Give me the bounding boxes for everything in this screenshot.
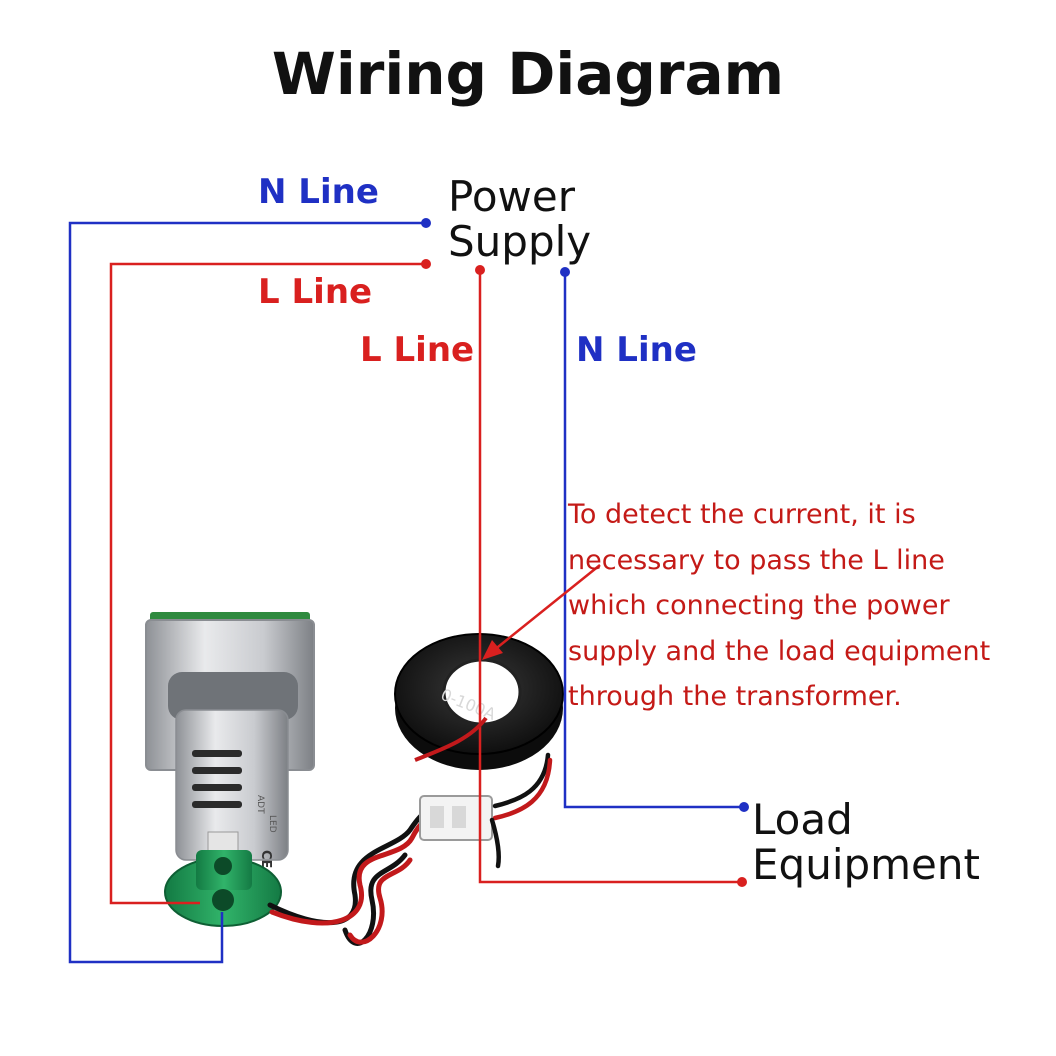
supply-l-terminal-2 bbox=[475, 265, 485, 275]
device-marking: LED bbox=[267, 815, 277, 833]
note-line: supply and the load equipment bbox=[568, 635, 991, 667]
transformer-cable bbox=[489, 752, 553, 869]
connector-pin bbox=[452, 806, 466, 828]
load-equipment-label-line2: Equipment bbox=[752, 840, 980, 889]
meter-device: ADT LED CE bbox=[145, 612, 315, 927]
note-line: To detect the current, it is bbox=[568, 499, 916, 530]
power-supply-label-line2: Supply bbox=[448, 217, 592, 266]
ce-mark: CE bbox=[258, 850, 273, 868]
note-line: which connecting the power bbox=[568, 590, 950, 621]
n-line-label-top: N Line bbox=[258, 172, 379, 212]
vent-slot bbox=[192, 750, 242, 757]
load-l-terminal bbox=[737, 877, 747, 887]
sensor-wire-black bbox=[267, 805, 443, 926]
n-line-device-wire bbox=[68, 221, 426, 964]
transformer-wire-tail bbox=[489, 817, 501, 869]
supply-l-terminal bbox=[421, 259, 431, 269]
l-line-label-mid: L Line bbox=[360, 330, 475, 370]
power-supply-label-line1: Power bbox=[448, 172, 575, 221]
l-line-label-top: L Line bbox=[258, 272, 373, 312]
terminal-hole bbox=[214, 857, 232, 875]
mounting-nut bbox=[168, 672, 298, 720]
sensor-wire-red-loop bbox=[347, 857, 413, 945]
note-line: necessary to pass the L line bbox=[568, 544, 945, 576]
annotation-arrow-line bbox=[487, 564, 601, 656]
note-line: through the transformer. bbox=[568, 681, 902, 712]
supply-n-terminal-2 bbox=[560, 267, 570, 277]
connector-pin bbox=[430, 806, 444, 828]
transformer-pass-wire bbox=[414, 716, 488, 762]
load-n-terminal bbox=[739, 802, 749, 812]
sensor-cable bbox=[267, 805, 443, 946]
supply-n-terminal bbox=[421, 218, 431, 228]
terminal-hole bbox=[212, 889, 234, 911]
white-connector bbox=[419, 795, 493, 841]
n-line-label-mid: N Line bbox=[576, 330, 697, 370]
transformer-instruction-note: To detect the current, it is necessary t… bbox=[568, 492, 1048, 720]
transformer-wire-red bbox=[492, 757, 553, 821]
load-equipment-label-line1: Load bbox=[752, 795, 853, 844]
vent-slot bbox=[192, 784, 242, 791]
transformer-wire-black bbox=[492, 752, 551, 809]
vent-slot bbox=[192, 801, 242, 808]
vent-slot bbox=[192, 767, 242, 774]
l-line-device-wire bbox=[109, 262, 426, 905]
l-line-load-wire bbox=[478, 270, 742, 884]
annotation-arrow-head bbox=[482, 640, 503, 660]
page-title: Wiring Diagram bbox=[271, 40, 785, 108]
n-line-load-wire bbox=[563, 272, 744, 809]
device-marking: ADT bbox=[255, 795, 265, 814]
